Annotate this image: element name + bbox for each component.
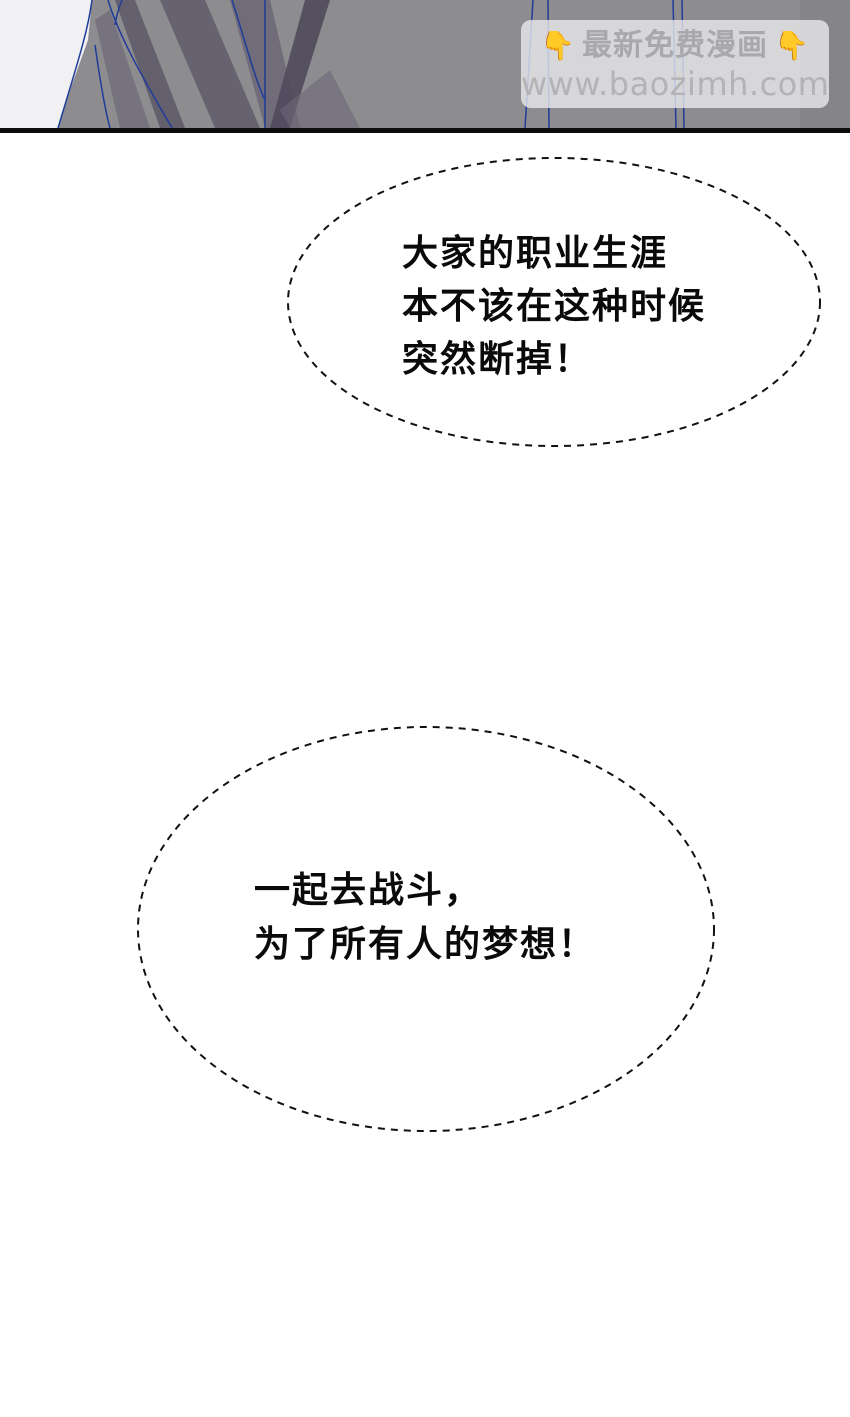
bubble-line: 本不该在这种时候 bbox=[402, 286, 707, 327]
comic-panel-artwork: 👇 最新免费漫画 👇 www.baozimh.com bbox=[0, 0, 850, 128]
panel-border-line bbox=[0, 128, 850, 133]
dashed-ellipse-outline bbox=[287, 157, 821, 447]
speech-bubble-text: 大家的职业生涯 本不该在这种时候 突然断掉！ bbox=[402, 227, 706, 386]
watermark-url: www.baozimh.com bbox=[521, 65, 830, 103]
pointing-down-hand-icon: 👇 bbox=[774, 29, 810, 62]
speech-bubble-text: 一起去战斗， 为了所有人的梦想！ bbox=[254, 864, 596, 972]
watermark-title: 最新免费漫画 bbox=[582, 28, 768, 63]
bubble-line: 突然断掉！ bbox=[402, 339, 593, 380]
speech-bubble-1: 大家的职业生涯 本不该在这种时候 突然断掉！ bbox=[284, 154, 824, 450]
dashed-ellipse-outline bbox=[137, 726, 715, 1132]
bubble-line: 一起去战斗， bbox=[254, 870, 483, 911]
watermark-title-row: 👇 最新免费漫画 👇 bbox=[521, 28, 829, 64]
speech-bubble-2: 一起去战斗， 为了所有人的梦想！ bbox=[134, 723, 718, 1135]
pointing-down-hand-icon: 👇 bbox=[540, 29, 576, 62]
watermark-badge: 👇 最新免费漫画 👇 www.baozimh.com bbox=[521, 20, 829, 108]
bubble-line: 为了所有人的梦想！ bbox=[254, 924, 597, 965]
bubble-line: 大家的职业生涯 bbox=[402, 233, 669, 274]
